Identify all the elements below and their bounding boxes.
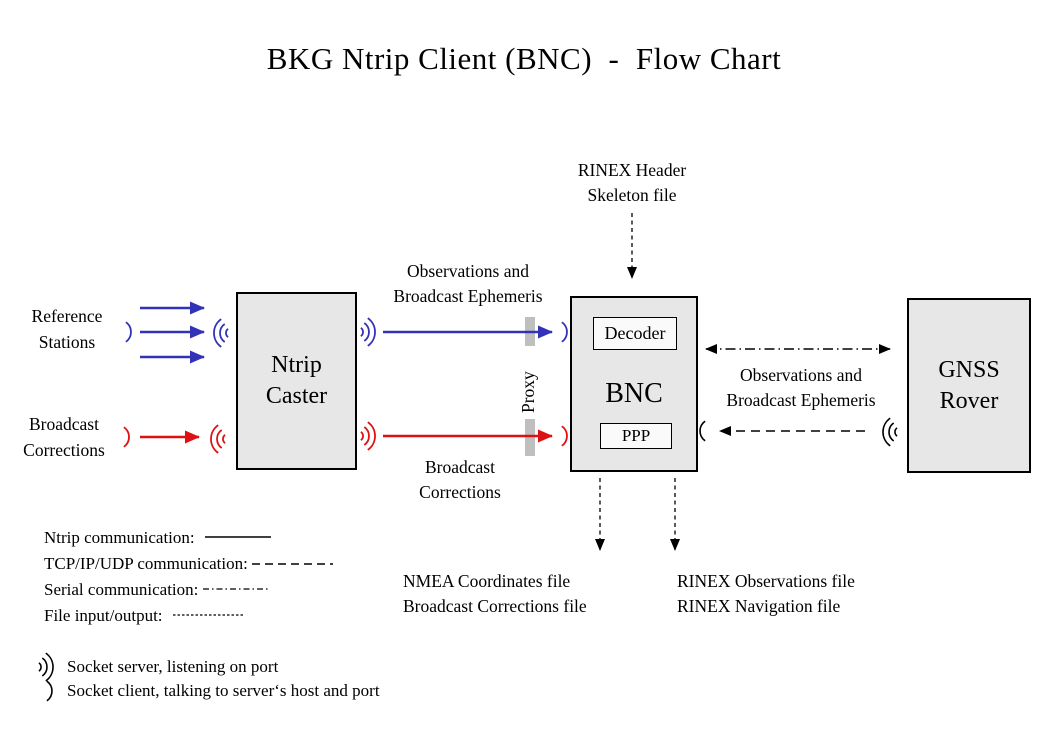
socket-client-icon-broadcast-corrections: [123, 426, 130, 448]
legend-socket-server-label: Socket server, listening on port: [67, 657, 279, 676]
socket-client-icon-reference-stations: [125, 321, 132, 343]
socket-server-icon-caster-out-blue: [360, 317, 376, 347]
legend-socket-client-label: Socket client, talking to server‘s host …: [67, 681, 380, 700]
broadcast-corrections-left-label: Broadcast Corrections: [23, 414, 105, 460]
ppp-box: PPP: [600, 423, 672, 449]
legend-fileio-label: File input/output:: [44, 606, 163, 625]
socket-server-icon-rover: [882, 417, 898, 447]
socket-server-icon-caster-in-blue: [213, 318, 229, 348]
ntrip-caster-box: Ntrip Caster: [236, 292, 357, 470]
socket-client-icon-bnc-rover: [699, 420, 706, 442]
socket-server-icon-caster-in-red: [210, 424, 226, 454]
observations-ephemeris-right-label: Observations and Broadcast Ephemeris: [726, 365, 876, 410]
proxy-bar-bottom: [525, 419, 535, 456]
rinex-outputs-label: RINEX Observations file RINEX Navigation…: [677, 571, 855, 616]
socket-client-icon-bnc-red: [561, 425, 568, 447]
reference-stations-label: Reference Stations: [31, 306, 103, 352]
rinex-header-skeleton-label: RINEX Header Skeleton file: [577, 160, 687, 205]
socket-client-icon-bnc-blue: [561, 321, 568, 343]
socket-client-icon-legend: [46, 680, 53, 702]
legend-tcpip-label: TCP/IP/UDP communication:: [44, 554, 248, 573]
ntrip-caster-label: Ntrip Caster: [265, 352, 328, 409]
bnc-label: BNC: [605, 378, 663, 409]
decoder-label: Decoder: [604, 323, 666, 343]
nmea-outputs-label: NMEA Coordinates file Broadcast Correcti…: [403, 571, 587, 616]
gnss-rover-box: GNSS Rover: [907, 298, 1031, 473]
bnc-box: Decoder BNC PPP: [570, 296, 698, 472]
legend-ntrip-label: Ntrip communication:: [44, 528, 195, 547]
observations-ephemeris-top-label: Observations and Broadcast Ephemeris: [393, 261, 543, 306]
page-title: BKG Ntrip Client (BNC) - Flow Chart: [266, 41, 782, 76]
gnss-rover-label: GNSS Rover: [938, 356, 1000, 414]
broadcast-corrections-mid-label: Broadcast Corrections: [419, 457, 501, 502]
ppp-label: PPP: [621, 426, 651, 445]
socket-server-icon-legend: [38, 652, 54, 682]
decoder-box: Decoder: [593, 317, 677, 350]
legend-serial-label: Serial communication:: [44, 580, 199, 599]
socket-server-icon-caster-out-red: [360, 421, 376, 451]
